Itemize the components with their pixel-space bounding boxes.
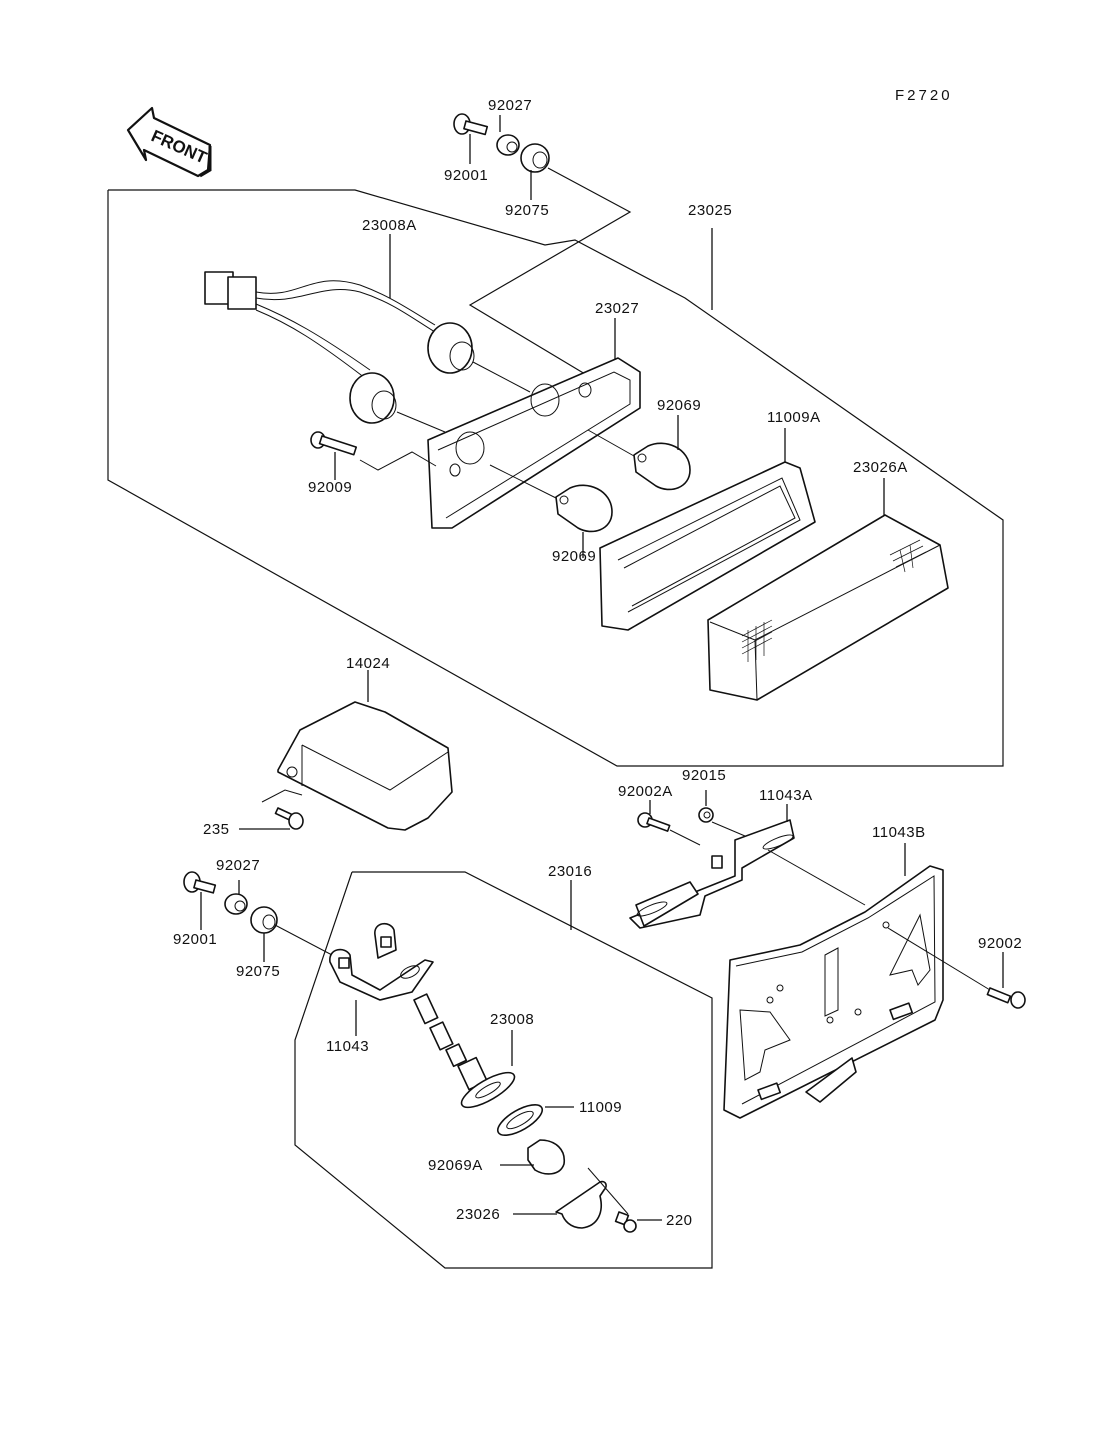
label-23026: 23026	[456, 1206, 501, 1223]
assembly-frame-23016	[294, 871, 713, 1269]
lens-23026	[555, 1180, 607, 1229]
label-23025: 23025	[688, 202, 733, 219]
label-92015: 92015	[682, 767, 727, 784]
bolt-92002A	[637, 812, 671, 832]
label-23008: 23008	[490, 1011, 535, 1028]
bracket-11043A	[629, 819, 795, 929]
collar-92027-bottom	[224, 893, 248, 915]
label-92069-lower: 92069	[552, 548, 597, 565]
bulb-92069A	[527, 1139, 565, 1175]
bracket-11043	[329, 922, 434, 1001]
label-23008A: 23008A	[362, 217, 417, 234]
nut-92015	[698, 807, 714, 823]
bulb-92069-upper	[633, 442, 691, 491]
label-11043B: 11043B	[872, 824, 926, 841]
label-23016: 23016	[548, 863, 593, 880]
bolt-92002	[986, 987, 1026, 1009]
label-92075-top: 92075	[505, 202, 550, 219]
license-plate-bracket-11043B	[723, 865, 944, 1119]
grommet-92075-top	[520, 143, 550, 173]
label-14024: 14024	[346, 655, 391, 672]
label-23027: 23027	[595, 300, 640, 317]
label-92027-bottom: 92027	[216, 857, 261, 874]
wire-harness-23008A	[204, 271, 475, 424]
label-11043: 11043	[326, 1038, 370, 1055]
label-220: 220	[666, 1212, 693, 1229]
label-23026A: 23026A	[853, 459, 908, 476]
screw-235	[274, 807, 304, 830]
label-92027-top: 92027	[488, 97, 533, 114]
lens-23026A	[707, 514, 949, 701]
cover-14024	[277, 701, 453, 831]
leader-92075-top-to-assembly	[468, 167, 632, 381]
socket-23008	[413, 993, 516, 1109]
figure-id: F2720	[895, 87, 953, 104]
screw-92009	[310, 431, 358, 456]
label-92001-bottom: 92001	[173, 931, 218, 948]
bulb-92069-lower	[555, 484, 613, 533]
label-92069A: 92069A	[428, 1157, 483, 1174]
bolt-92001-top	[453, 113, 489, 136]
label-92075-bottom: 92075	[236, 963, 281, 980]
assembly-frame-23025	[107, 189, 1004, 767]
label-92009: 92009	[308, 479, 353, 496]
collar-92027-top	[496, 134, 520, 156]
label-92002: 92002	[978, 935, 1023, 952]
bolt-92001-bottom	[183, 871, 217, 894]
grommet-92075-bottom	[250, 906, 278, 934]
screw-220	[614, 1211, 637, 1233]
label-92002A: 92002A	[618, 783, 673, 800]
gasket-11009	[496, 1103, 544, 1137]
label-11009: 11009	[579, 1099, 623, 1116]
label-11043A: 11043A	[759, 787, 813, 804]
label-235: 235	[203, 821, 230, 838]
front-arrow-icon: FRONT	[126, 106, 212, 178]
label-92001-top: 92001	[444, 167, 489, 184]
label-92069-upper: 92069	[657, 397, 702, 414]
label-11009A: 11009A	[767, 409, 821, 426]
lamp-housing-23027	[427, 357, 641, 529]
